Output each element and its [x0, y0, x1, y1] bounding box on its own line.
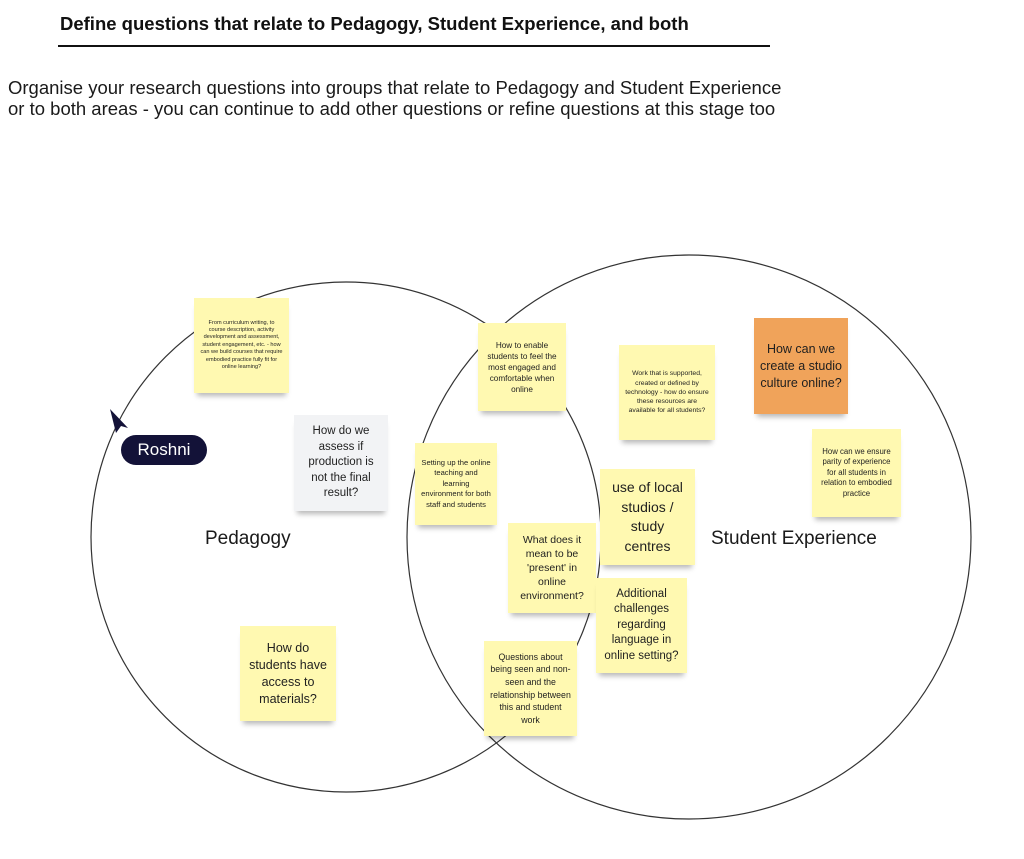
sticky-note-text: How do students have access to materials…	[249, 640, 327, 706]
sticky-note-text: From curriculum writing, to course descr…	[200, 319, 283, 371]
sticky-note-text: How to enable students to feel the most …	[487, 340, 557, 394]
pedagogy-label: Pedagogy	[205, 528, 291, 549]
board-title: Define questions that relate to Pedagogy…	[60, 13, 689, 34]
sticky-note-text: Additional challenges regarding language…	[604, 587, 679, 662]
sticky-note-text: How can we ensure parity of experience f…	[821, 446, 892, 498]
sticky-note-text: What does it mean to be 'present' in onl…	[520, 534, 584, 602]
sticky-note-text: use of local studios / study centres	[612, 479, 683, 554]
collaborator-name-tag: Roshni	[121, 435, 207, 465]
sticky-note-text: Setting up the online teaching and learn…	[421, 457, 491, 509]
sticky-note-setup[interactable]: Setting up the online teaching and learn…	[415, 443, 497, 525]
student-experience-label: Student Experience	[711, 528, 877, 549]
sticky-note-curriculum[interactable]: From curriculum writing, to course descr…	[194, 298, 289, 393]
sticky-note-language[interactable]: Additional challenges regarding language…	[596, 578, 687, 673]
sticky-note-text: Questions about being seen and non-seen …	[490, 651, 571, 725]
sticky-note-assess[interactable]: How do we assess if production is not th…	[294, 415, 388, 511]
sticky-note-studio-culture[interactable]: How can we create a studio culture onlin…	[754, 318, 848, 414]
sticky-note-present[interactable]: What does it mean to be 'present' in onl…	[508, 523, 596, 613]
instructions-line-1: Organise your research questions into gr…	[8, 77, 782, 98]
sticky-note-technology[interactable]: Work that is supported, created or defin…	[619, 345, 715, 440]
instructions-line-2: or to both areas - you can continue to a…	[8, 98, 776, 119]
sticky-note-parity[interactable]: How can we ensure parity of experience f…	[812, 429, 901, 517]
sticky-note-text: How can we create a studio culture onlin…	[760, 341, 842, 390]
sticky-note-seen[interactable]: Questions about being seen and non-seen …	[484, 641, 577, 736]
sticky-note-engaged[interactable]: How to enable students to feel the most …	[478, 323, 566, 411]
sticky-note-text: Work that is supported, created or defin…	[625, 370, 709, 415]
sticky-note-access[interactable]: How do students have access to materials…	[240, 626, 336, 721]
instructions: Organise your research questions into gr…	[8, 77, 1008, 119]
student-experience-circle[interactable]	[406, 254, 972, 820]
collaborator-cursor-icon	[110, 409, 128, 433]
sticky-note-text: How do we assess if production is not th…	[308, 425, 374, 500]
sticky-note-studios[interactable]: use of local studios / study centres	[600, 469, 695, 565]
title-underline	[58, 45, 770, 47]
